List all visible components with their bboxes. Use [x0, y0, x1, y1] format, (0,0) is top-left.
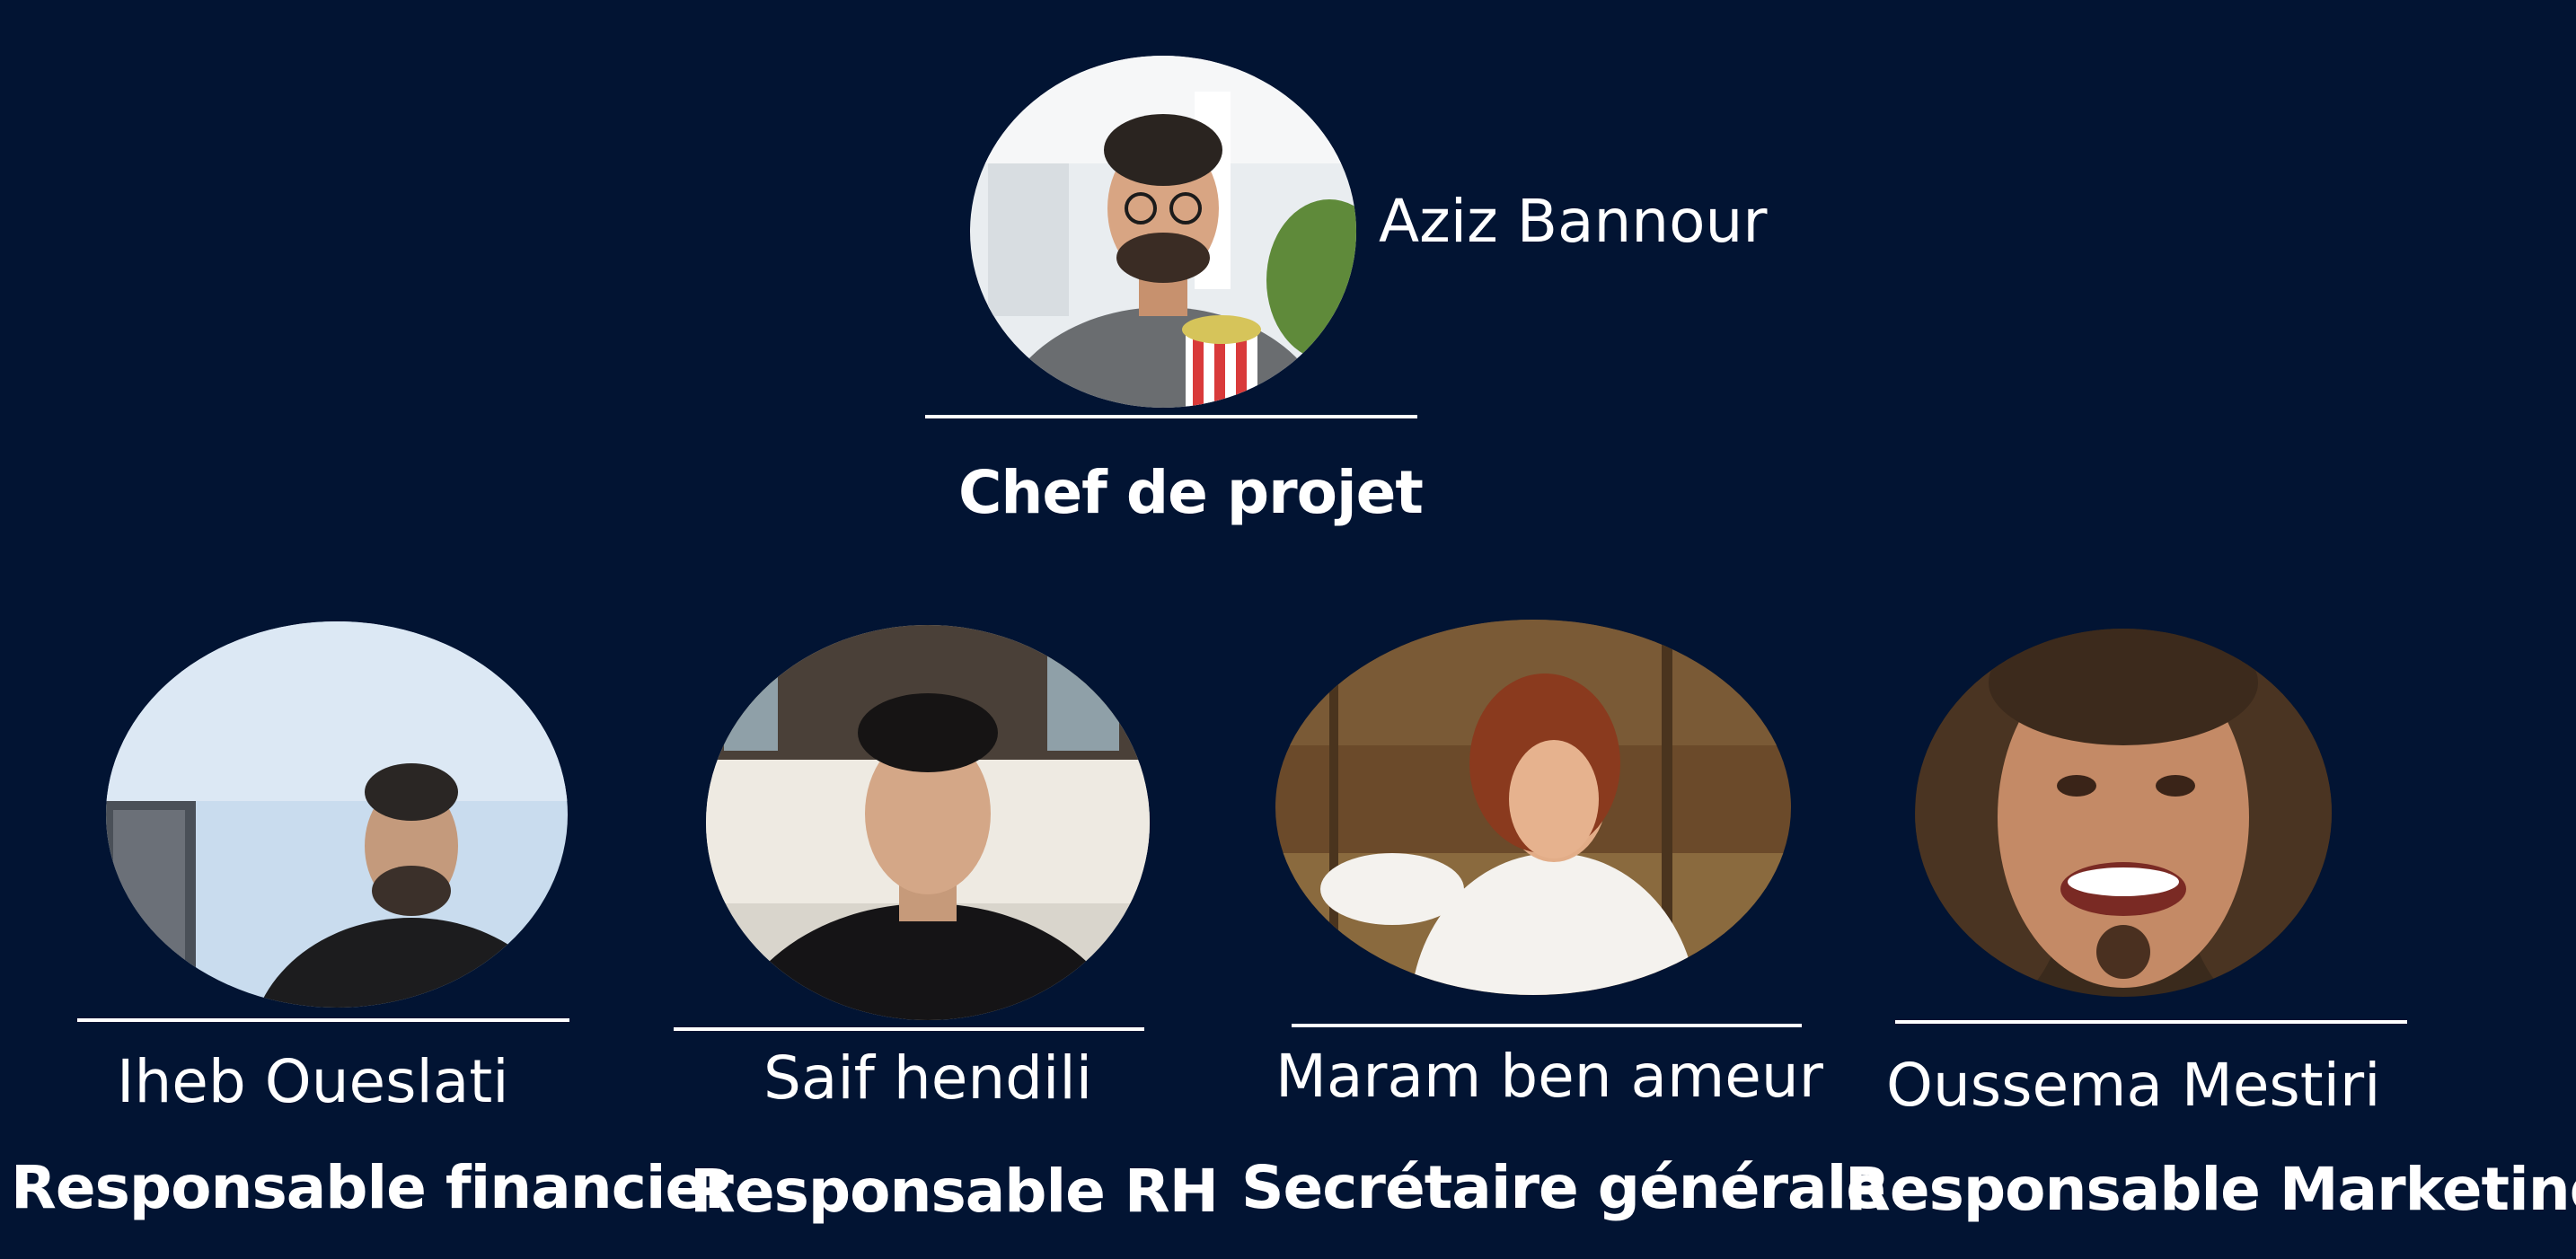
member-divider-saif	[674, 1027, 1144, 1031]
member-name-maram: Maram ben ameur	[1275, 1042, 1823, 1111]
member-photo-iheb	[106, 621, 568, 1008]
member-name-iheb: Iheb Oueslati	[117, 1047, 509, 1116]
lead-name: Aziz Bannour	[1379, 187, 1768, 256]
member-divider-maram	[1292, 1024, 1802, 1027]
lead-divider	[925, 415, 1417, 418]
lead-role: Chef de projet	[958, 458, 1424, 527]
member-name-saif: Saif hendili	[763, 1043, 1093, 1113]
lead-photo	[970, 56, 1356, 408]
member-role-oussema: Responsable Marketing	[1845, 1155, 2576, 1224]
member-name-oussema: Oussema Mestiri	[1886, 1051, 2381, 1120]
member-role-iheb: Responsable financier	[11, 1153, 734, 1222]
member-divider-iheb	[77, 1018, 569, 1022]
member-role-maram: Secrétaire générale	[1241, 1153, 1886, 1222]
member-divider-oussema	[1895, 1020, 2407, 1024]
member-photo-saif	[706, 625, 1150, 1020]
member-photo-maram	[1275, 620, 1791, 995]
member-photo-oussema	[1915, 629, 2332, 997]
member-role-saif: Responsable RH	[690, 1157, 1219, 1226]
